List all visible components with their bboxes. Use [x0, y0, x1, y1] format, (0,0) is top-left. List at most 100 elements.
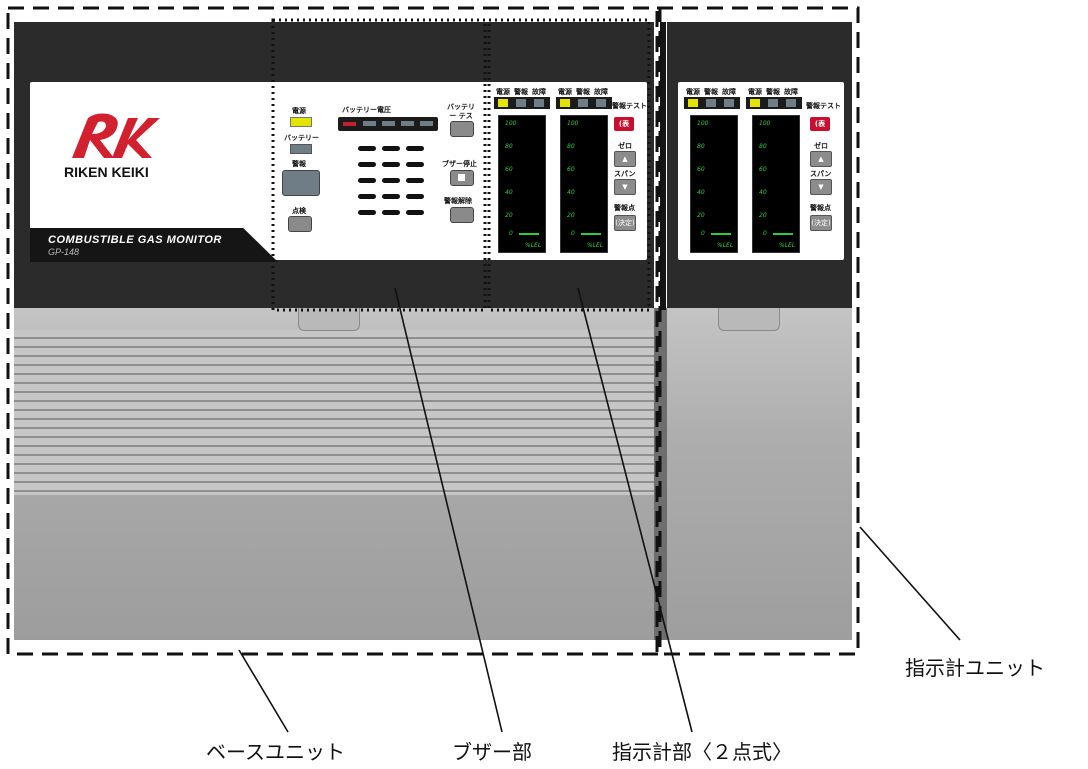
inspect-button[interactable] [288, 216, 312, 232]
bar-meter: 100 80 60 40 20 0 %LEL [498, 115, 546, 253]
status-label-alarm: 警報 [766, 88, 780, 96]
alarm-led [516, 99, 526, 107]
unit-label: %LEL [779, 242, 796, 249]
indicator-section-base: 電源 警報 故障 100 80 60 40 20 0 %LEL 電源 警報 故障… [494, 87, 647, 253]
fault-led [596, 99, 606, 107]
unit-label: %LEL [525, 242, 542, 249]
alarm-reset-label: 警報解除 [444, 197, 472, 205]
scale-tick: 20 [759, 212, 767, 219]
power-led [290, 117, 312, 127]
scale-tick: 100 [567, 120, 579, 127]
down-arrow-button[interactable]: ▼ [810, 179, 832, 195]
scale-tick: 60 [567, 166, 575, 173]
model-band [30, 228, 278, 262]
alarm-led [578, 99, 588, 107]
callout-buzzer-section: ブザー部 [452, 740, 532, 764]
alarm-reset-button[interactable] [450, 207, 474, 223]
scale-tick: 40 [759, 189, 767, 196]
stop-icon [458, 174, 465, 181]
scale-tick: 20 [505, 212, 513, 219]
battery-segment [343, 122, 356, 126]
fault-led [786, 99, 796, 107]
riken-keiki-logo [72, 113, 160, 158]
enter-button[interactable]: (決定) [810, 215, 832, 231]
up-arrow-button[interactable]: ▲ [810, 151, 832, 167]
scale-tick: 0 [571, 230, 575, 237]
scale-tick: 20 [697, 212, 705, 219]
scale-tick: 100 [697, 120, 709, 127]
indicator-section-unit: 電源 警報 故障 100 80 60 40 20 0 %LEL 電源 警報 故障… [684, 87, 841, 253]
status-label-power: 電源 [748, 88, 762, 96]
leader-line-buzzer [394, 287, 503, 733]
alarm-test-button[interactable]: (表示) [614, 117, 634, 142]
indicator-section-frame [487, 18, 651, 312]
status-led-row [494, 97, 550, 109]
scale-tick: 100 [505, 120, 517, 127]
model-title: COMBUSTIBLE GAS MONITOR [48, 234, 222, 246]
scale-tick: 40 [505, 189, 513, 196]
base-unit-frame [6, 6, 662, 656]
buzzer-display [358, 146, 428, 226]
status-label-power: 電源 [496, 88, 510, 96]
unit-gap [660, 22, 666, 310]
bar-meter: 100 80 60 40 20 0 %LEL [560, 115, 608, 253]
scale-tick: 40 [697, 189, 705, 196]
battery-label: バッテリー [284, 134, 319, 142]
leader-line-indicator-section [577, 287, 693, 733]
scale-tick: 80 [759, 143, 767, 150]
scale-tick: 60 [759, 166, 767, 173]
power-led [750, 99, 760, 107]
status-label-power: 電源 [686, 88, 700, 96]
status-label-fault: 故障 [722, 88, 736, 96]
unit-label: %LEL [587, 242, 604, 249]
scale-tick: 20 [567, 212, 575, 219]
power-led [560, 99, 570, 107]
leader-line-indicator-unit [859, 526, 961, 641]
up-arrow-button[interactable]: ▲ [614, 151, 636, 167]
status-led-row [746, 97, 802, 109]
alarm-led [768, 99, 778, 107]
indicator-unit-frame [655, 6, 860, 656]
cover-latch [718, 308, 780, 331]
base-unit-vent-ribs [14, 330, 654, 495]
battery-voltage-label: バッテリー電圧 [342, 106, 391, 114]
level-bar [711, 233, 731, 235]
scale-tick: 80 [505, 143, 513, 150]
status-label-alarm: 警報 [576, 88, 590, 96]
alarm-label: 警報 [292, 160, 306, 168]
battery-test-button[interactable] [450, 121, 474, 137]
alarm-test-label: 警報テスト [806, 102, 841, 110]
buzzer-stop-button[interactable] [450, 170, 474, 186]
span-label: スパン [614, 170, 636, 178]
fault-led [724, 99, 734, 107]
status-label-fault: 故障 [532, 88, 546, 96]
battery-segment [401, 121, 414, 126]
battery-segment [420, 121, 433, 126]
brand-name: RIKEN KEIKI [64, 164, 149, 180]
alarm-point-label: 警報点 [810, 204, 831, 212]
alarm-lamp [282, 170, 320, 196]
enter-button[interactable]: (決定) [614, 215, 636, 231]
down-arrow-button[interactable]: ▼ [614, 179, 636, 195]
unit-label: %LEL [717, 242, 734, 249]
alarm-test-button[interactable]: (表示) [810, 117, 830, 142]
fault-led [534, 99, 544, 107]
status-label-power: 電源 [558, 88, 572, 96]
alarm-test-label: 警報テスト [612, 102, 647, 110]
zero-label: ゼロ [814, 142, 828, 150]
inspect-label: 点検 [292, 207, 306, 215]
battery-led [290, 144, 312, 154]
scale-tick: 80 [697, 143, 705, 150]
battery-segment [363, 121, 376, 126]
scale-tick: 40 [567, 189, 575, 196]
level-bar [519, 233, 539, 235]
span-label: スパン [810, 170, 832, 178]
status-label-fault: 故障 [784, 88, 798, 96]
scale-tick: 60 [697, 166, 705, 173]
status-label-alarm: 警報 [514, 88, 528, 96]
buzzer-stop-label: ブザー停止 [442, 160, 477, 168]
scale-tick: 0 [763, 230, 767, 237]
status-label-fault: 故障 [594, 88, 608, 96]
callout-indicator-unit: 指示計ユニット [905, 656, 1045, 680]
scale-tick: 100 [759, 120, 771, 127]
